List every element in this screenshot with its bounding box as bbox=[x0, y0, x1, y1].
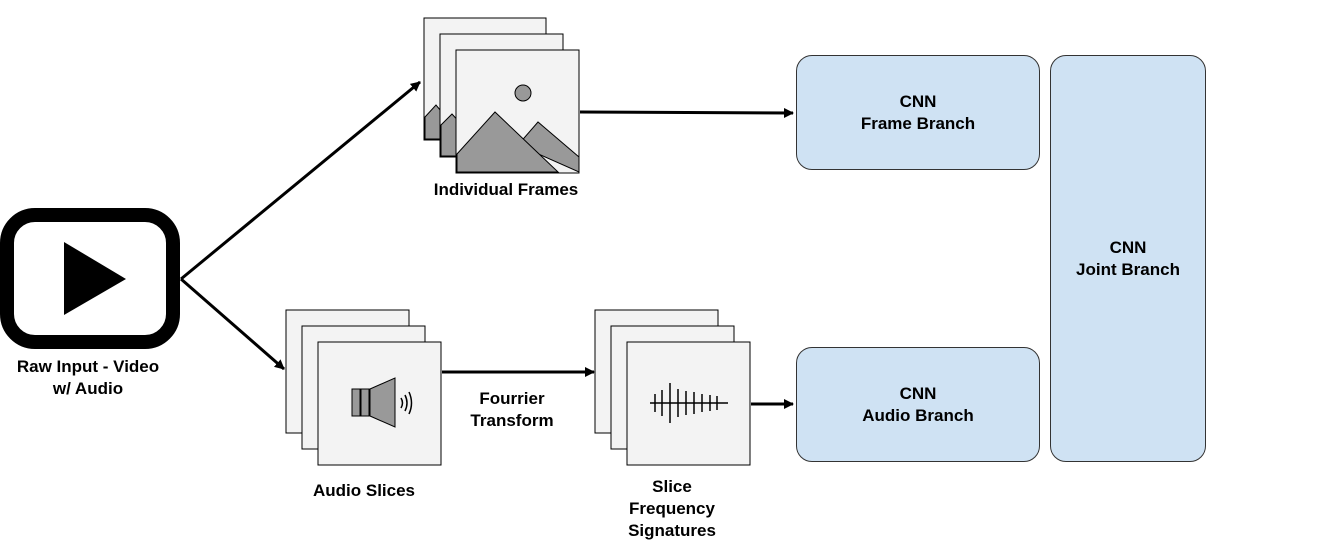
arrow-video-to-audio bbox=[180, 277, 285, 371]
arrow-frames-to-cnn-frame bbox=[579, 107, 794, 118]
cnn-joint-subtitle: Joint Branch bbox=[1076, 259, 1180, 279]
cnn-frame-subtitle: Frame Branch bbox=[860, 113, 976, 133]
cnn-joint-title: CNN bbox=[1109, 237, 1147, 257]
raw-input-label: Raw Input - Video w/ Audio bbox=[16, 357, 160, 398]
cnn-frame-branch: CNN Frame Branch bbox=[796, 55, 1040, 170]
frequency-stack-icon bbox=[594, 309, 751, 466]
speaker-icon bbox=[351, 377, 413, 428]
individual-frames-label: Individual Frames bbox=[433, 180, 579, 199]
frames-stack-icon bbox=[423, 17, 580, 174]
waveform-icon bbox=[650, 383, 728, 423]
arrow-video-to-frames bbox=[180, 80, 421, 281]
fourier-transform-label: Fourrier Transform bbox=[470, 389, 554, 430]
video-play-icon bbox=[0, 208, 180, 349]
cnn-joint-branch: CNN Joint Branch bbox=[1050, 55, 1206, 462]
cnn-audio-subtitle: Audio Branch bbox=[862, 405, 974, 425]
slice-frequency-label: Slice Frequency Signatures bbox=[628, 477, 716, 540]
cnn-audio-branch: CNN Audio Branch bbox=[796, 347, 1040, 462]
audio-slices-label: Audio Slices bbox=[312, 481, 416, 500]
cnn-audio-title: CNN bbox=[899, 383, 937, 403]
audio-slices-stack-icon bbox=[285, 309, 442, 466]
cnn-frame-title: CNN bbox=[899, 91, 937, 111]
